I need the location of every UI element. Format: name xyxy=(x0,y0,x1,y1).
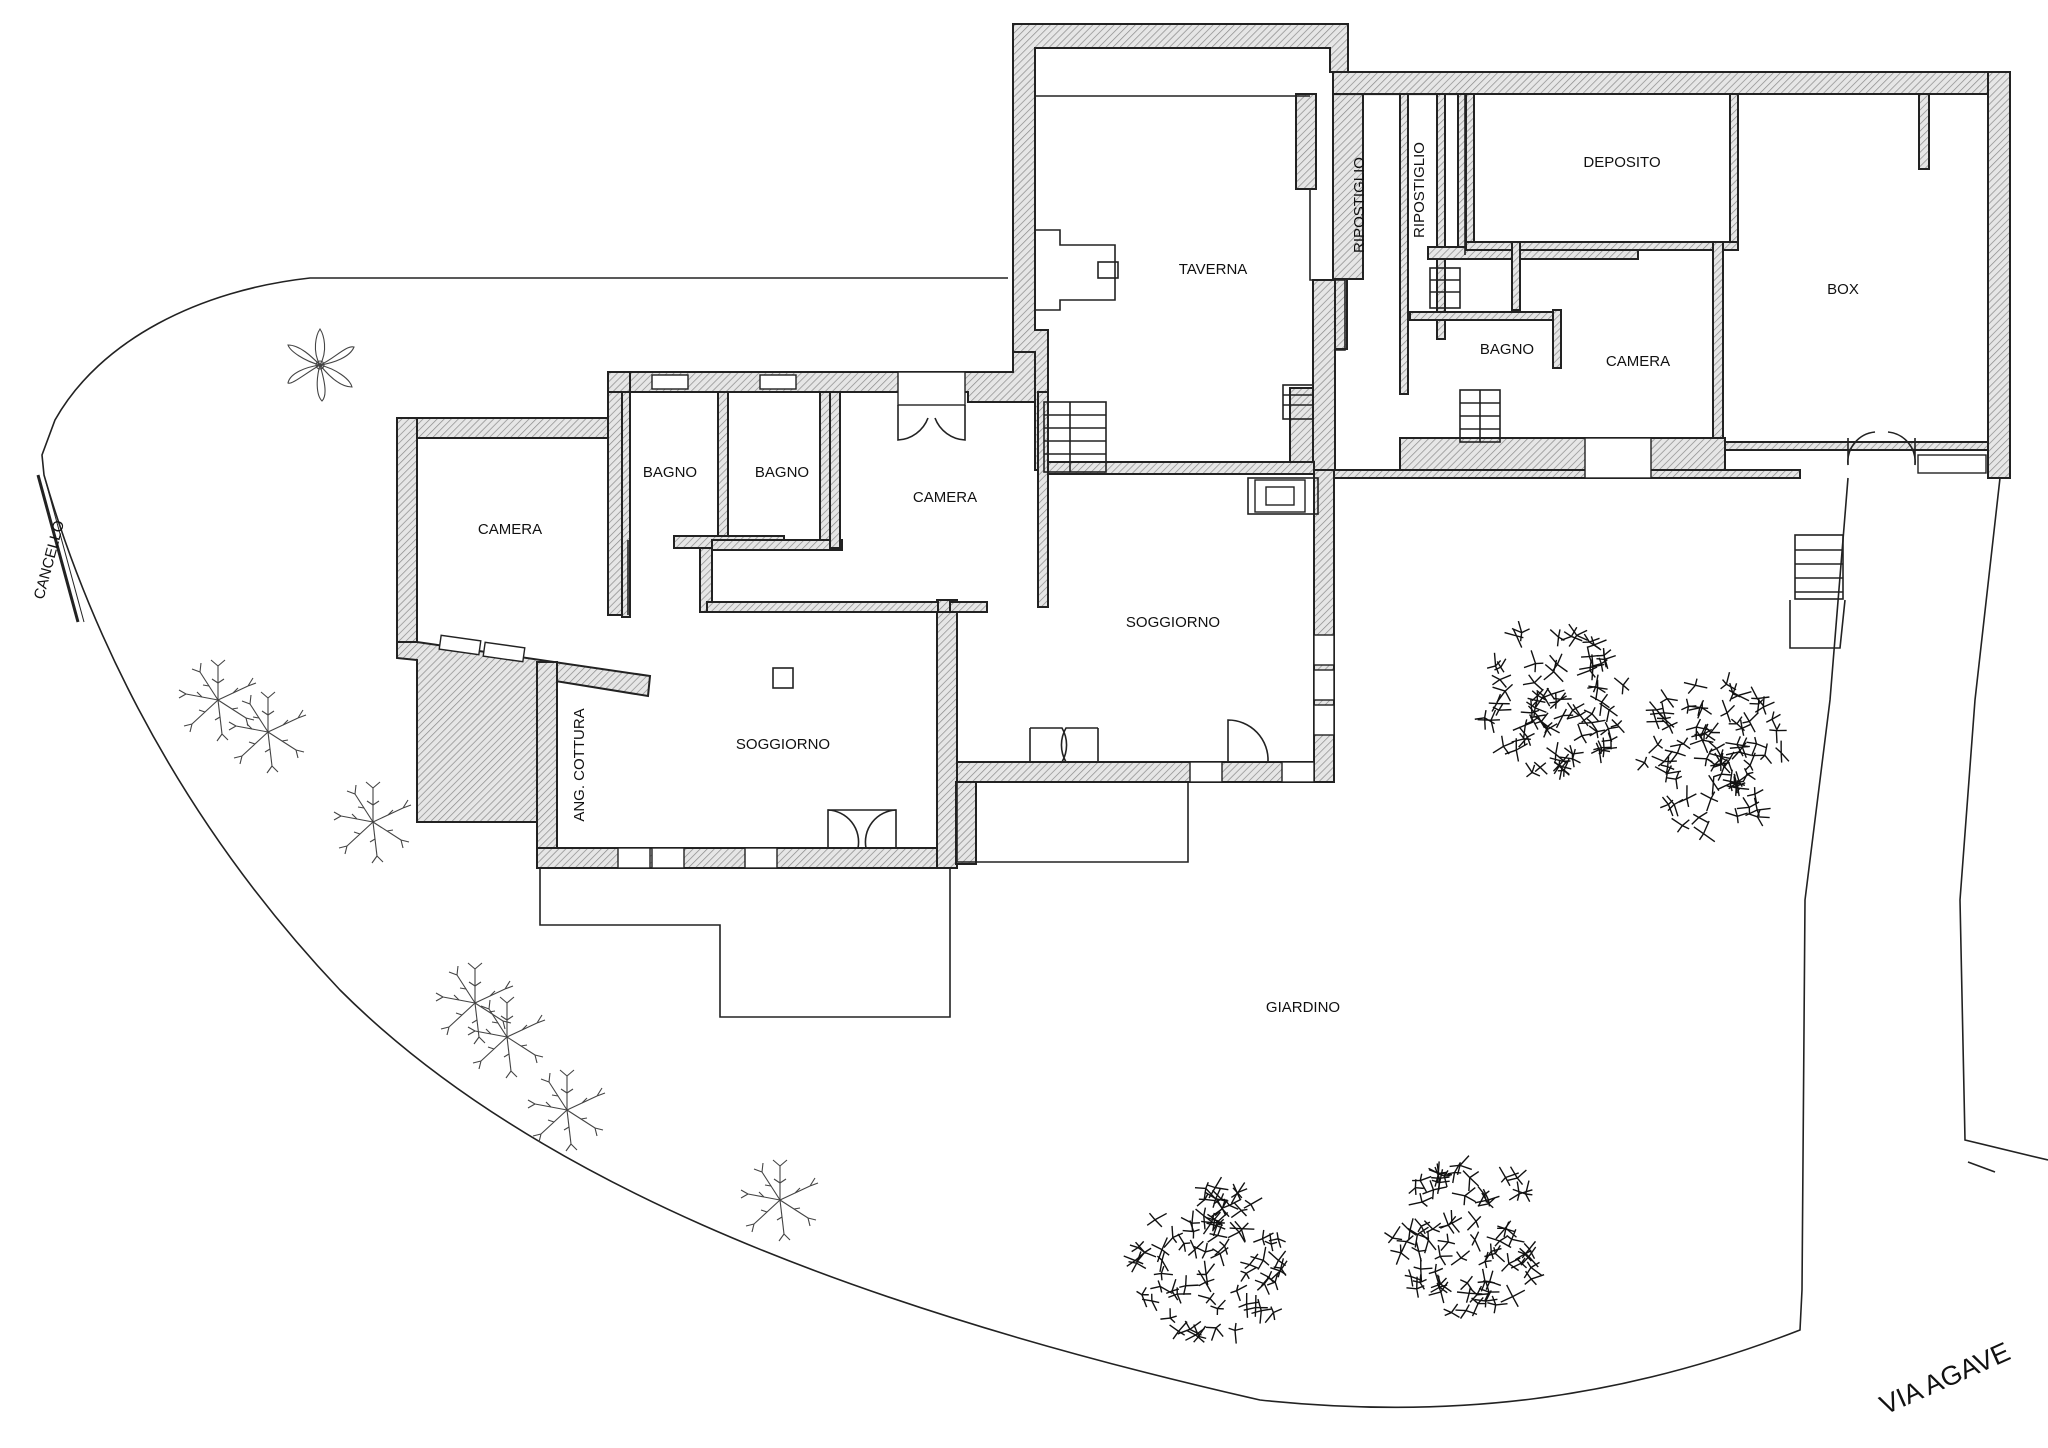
bush-1 xyxy=(1474,620,1630,780)
label-ripostiglio-2: RIPOSTIGLIO xyxy=(1411,142,1428,238)
label-box: BOX xyxy=(1827,281,1859,298)
label-bagno-west-1: BAGNO xyxy=(643,464,697,481)
gate xyxy=(36,474,85,623)
label-deposito: DEPOSITO xyxy=(1583,154,1660,171)
label-camera-west: CAMERA xyxy=(478,521,542,538)
fixtures xyxy=(772,94,1466,689)
label-taverna: TAVERNA xyxy=(1179,261,1248,278)
windows xyxy=(438,374,1987,869)
street-name: VIA AGAVE xyxy=(1875,1337,2014,1421)
label-bagno-east: BAGNO xyxy=(1480,341,1534,358)
walls-main-block xyxy=(396,351,1801,869)
label-giardino: GIARDINO xyxy=(1266,999,1340,1016)
bush-3 xyxy=(1123,1176,1288,1344)
label-camera-center: CAMERA xyxy=(913,489,977,506)
bush-clusters xyxy=(1123,620,1790,1344)
walls-north-block xyxy=(1012,23,2011,479)
doors xyxy=(827,371,1916,849)
label-ripostiglio-1: RIPOSTIGLIO xyxy=(1351,157,1368,253)
bush-2 xyxy=(1635,672,1790,843)
label-soggiorno-west: SOGGIORNO xyxy=(736,736,830,753)
bush-4 xyxy=(1384,1155,1545,1319)
label-soggiorno-east: SOGGIORNO xyxy=(1126,614,1220,631)
terraces xyxy=(539,782,1189,1018)
label-bagno-west-2: BAGNO xyxy=(755,464,809,481)
walls-taverna xyxy=(1035,93,1346,471)
label-ang-cottura: ANG. COTTURA xyxy=(571,708,588,821)
label-camera-east: CAMERA xyxy=(1606,353,1670,370)
site-boundary xyxy=(41,277,2048,1409)
stairs xyxy=(1043,267,1846,649)
